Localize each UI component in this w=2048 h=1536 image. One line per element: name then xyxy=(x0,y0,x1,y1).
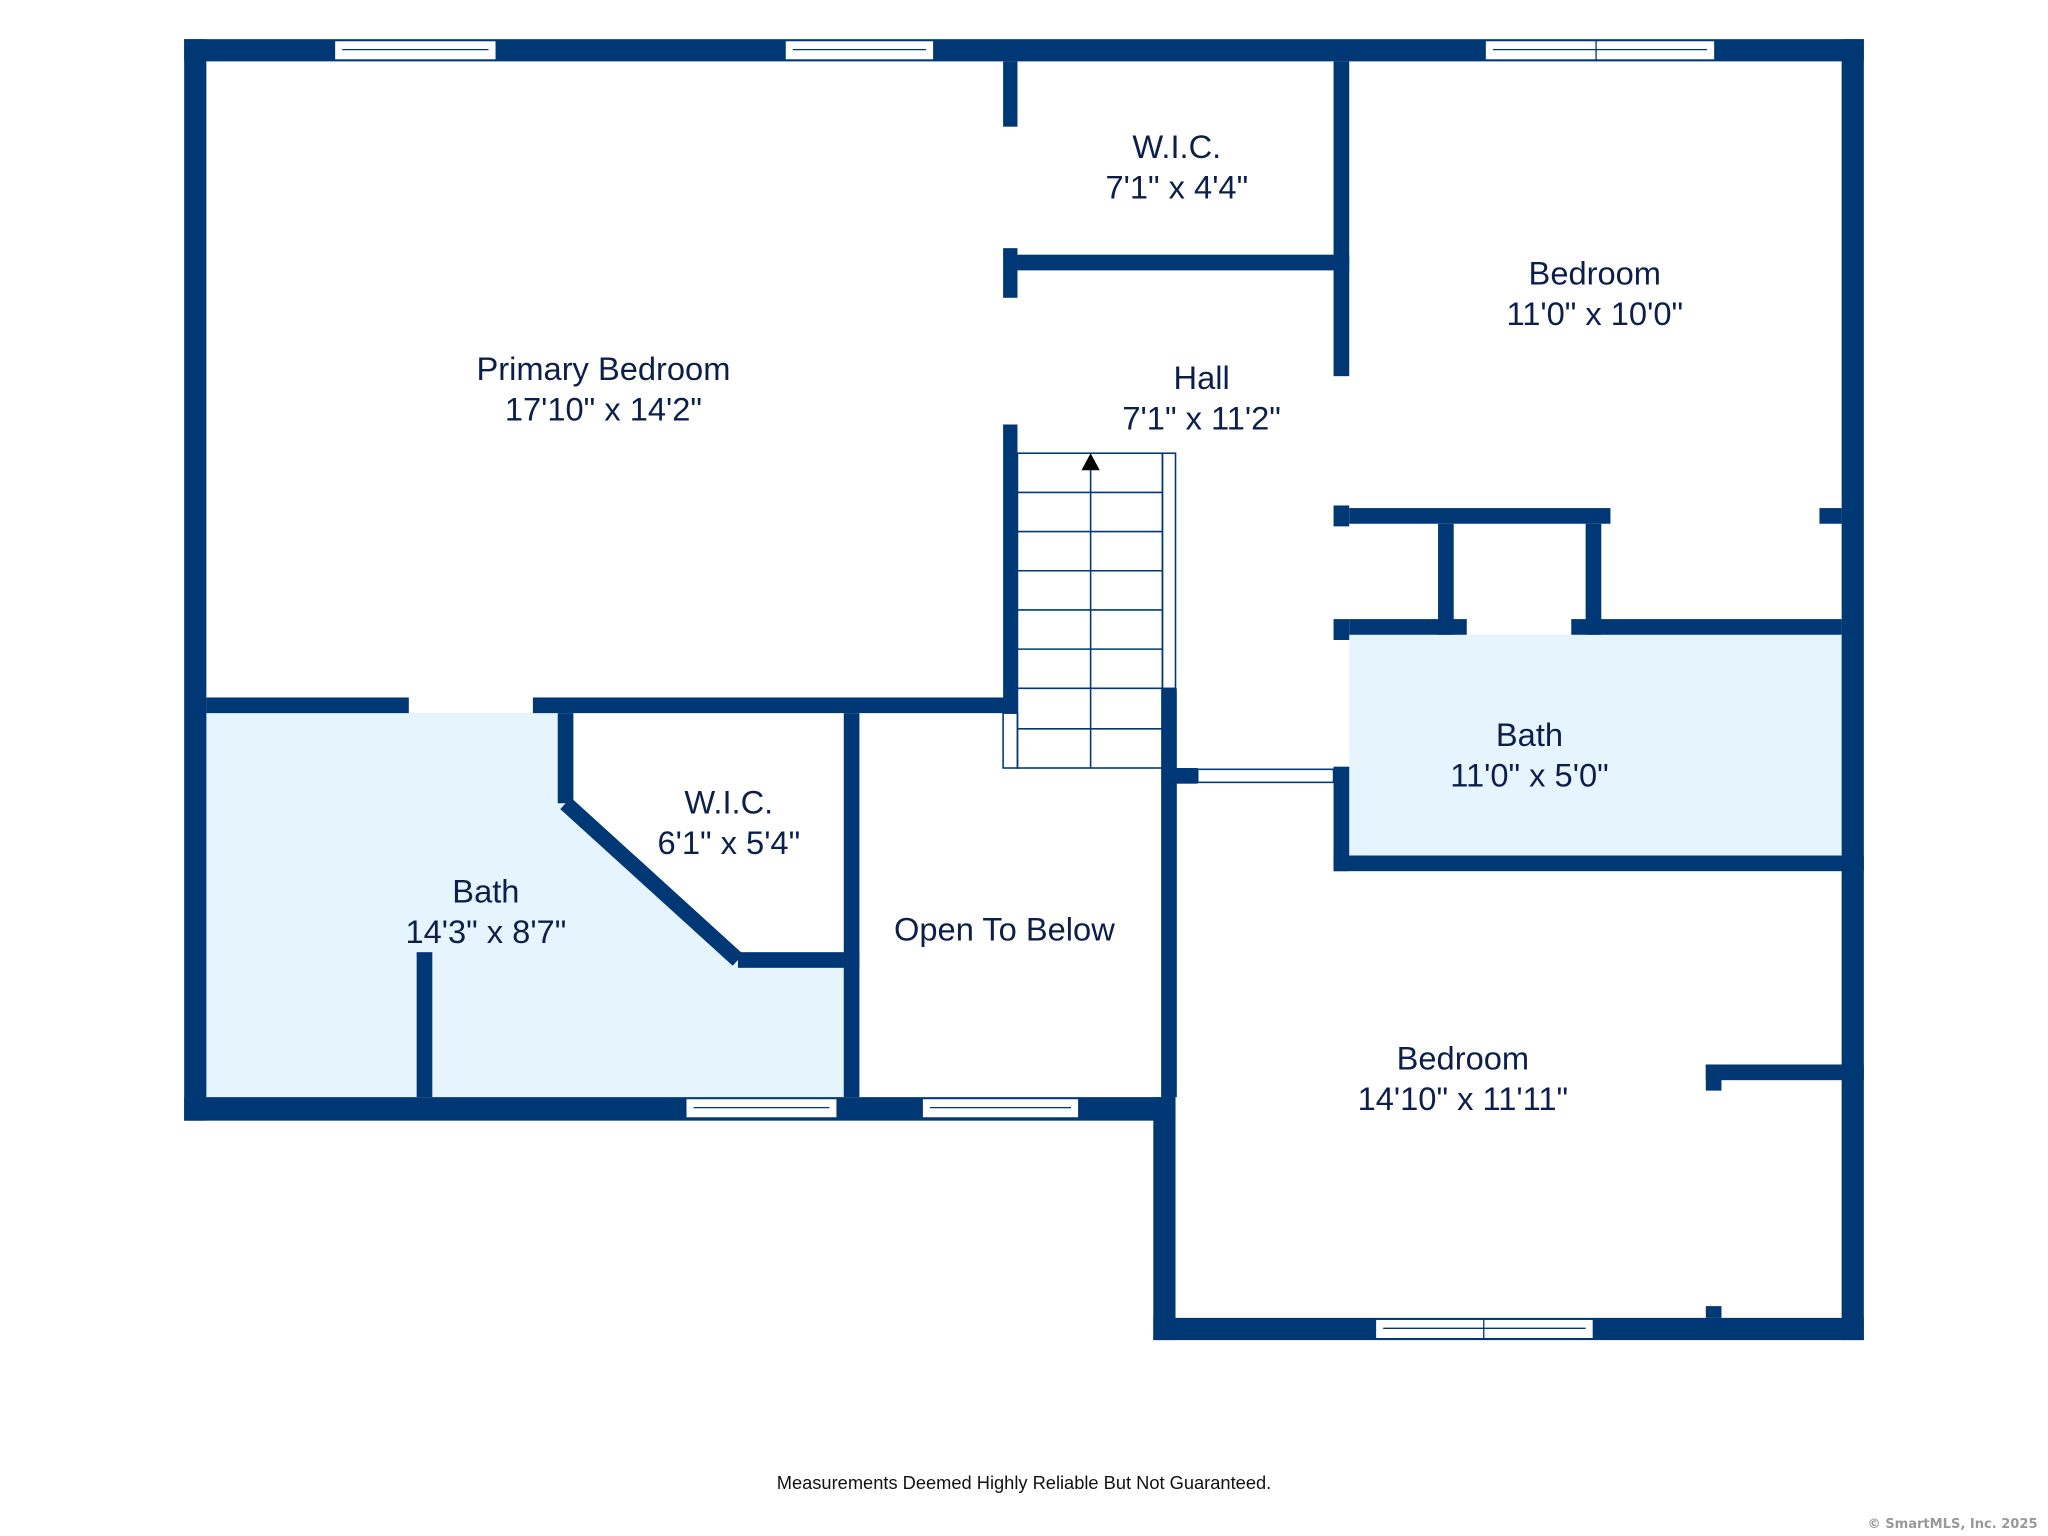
room-name-bath-right: Bath xyxy=(1496,716,1563,753)
room-name-bedroom-upper: Bedroom xyxy=(1529,255,1661,292)
room-name-bedroom-lower: Bedroom xyxy=(1397,1040,1529,1077)
room-name-primary-bedroom: Primary Bedroom xyxy=(476,350,730,387)
room-size-bedroom-upper: 11'0" x 10'0" xyxy=(1506,295,1683,332)
walls xyxy=(184,39,1864,1341)
room-name-bath-left: Bath xyxy=(452,873,519,910)
room-labels: Primary Bedroom 17'10" x 14'2" W.I.C. 7'… xyxy=(405,128,1683,1117)
room-name-open-to-below: Open To Below xyxy=(894,910,1115,947)
bath-fill-right xyxy=(1349,634,1842,856)
room-name-wic-upper: W.I.C. xyxy=(1132,128,1221,165)
room-size-bath-right: 11'0" x 5'0" xyxy=(1450,756,1608,793)
room-size-bedroom-lower: 14'10" x 11'11" xyxy=(1358,1080,1568,1117)
copyright-text: © SmartMLS, Inc. 2025 xyxy=(1868,1517,2038,1532)
room-name-wic-lower: W.I.C. xyxy=(684,784,773,821)
room-size-primary-bedroom: 17'10" x 14'2" xyxy=(505,391,702,428)
bath-fill-left xyxy=(206,713,844,1098)
windows xyxy=(333,39,1716,1340)
room-size-wic-upper: 7'1" x 4'4" xyxy=(1105,169,1248,206)
staircase xyxy=(1002,452,1335,784)
room-name-hall: Hall xyxy=(1174,359,1230,396)
disclaimer-text: Measurements Deemed Highly Reliable But … xyxy=(777,1472,1271,1493)
room-size-hall: 7'1" x 11'2" xyxy=(1122,400,1280,437)
room-size-bath-left: 14'3" x 8'7" xyxy=(405,913,566,950)
stair-direction-arrow-icon xyxy=(1081,453,1100,471)
room-size-wic-lower: 6'1" x 5'4" xyxy=(657,824,800,861)
